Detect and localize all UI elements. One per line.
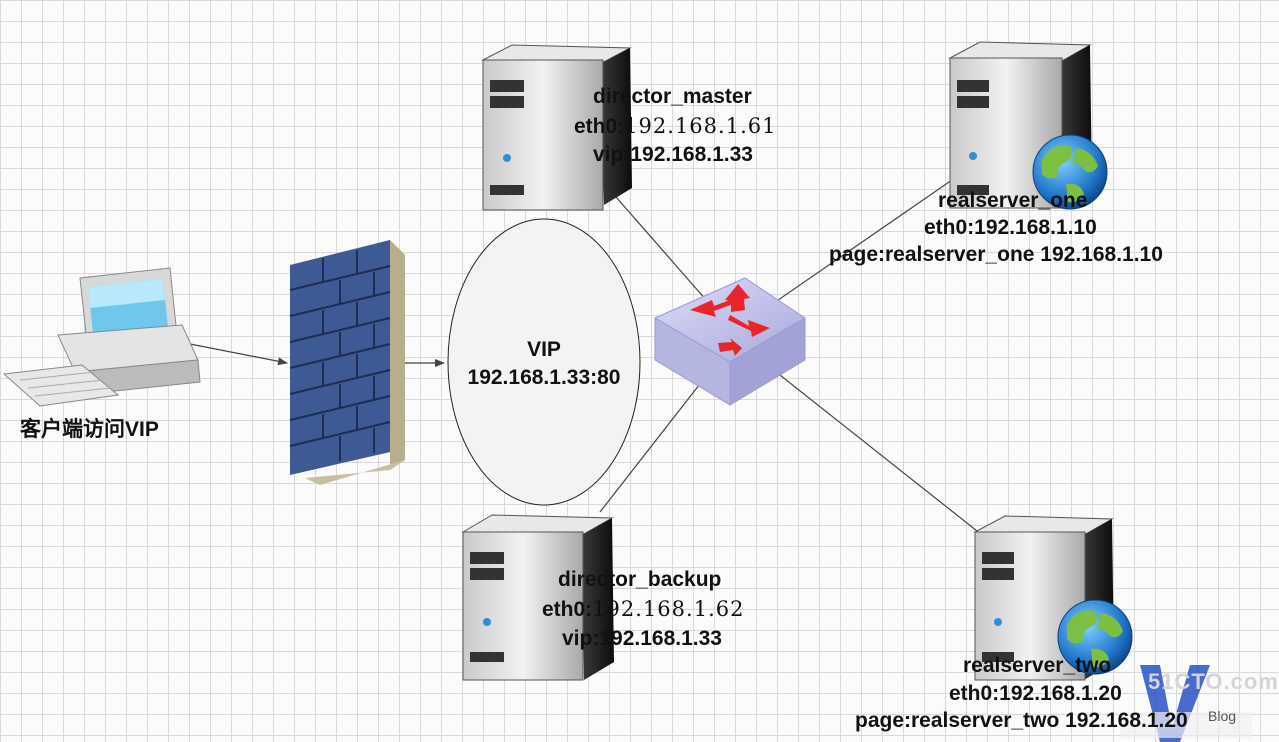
realserver-two-name: realserver_two <box>963 654 1112 677</box>
realserver-two-eth0: eth0:192.168.1.20 <box>949 682 1122 705</box>
globe-realserver-one-icon <box>1032 134 1108 210</box>
watermark-logo <box>1120 665 1252 742</box>
vip-address: 192.168.1.33:80 <box>467 366 621 389</box>
director-master-eth0: eth0:192.168.1.61 <box>574 112 776 141</box>
realserver-one-page: page:realserver_one 192.168.1.10 <box>829 243 1163 266</box>
switch-icon <box>653 277 806 406</box>
director-backup-name: director_backup <box>558 568 722 591</box>
director-master-vip: vip:192.168.1.33 <box>593 143 753 166</box>
realserver-one-eth0: eth0:192.168.1.10 <box>924 216 1097 239</box>
server-director-backup-icon <box>461 514 614 681</box>
director-master-eth0-value: 192.168.1.61 <box>624 114 777 138</box>
network-diagram <box>2 41 1252 742</box>
globe-realserver-two-icon <box>1057 599 1133 675</box>
director-backup-eth0-value: 192.168.1.62 <box>592 597 745 621</box>
client-computer-icon <box>2 267 201 407</box>
link-switch-realserver-two <box>741 344 1021 566</box>
director-backup-eth0: eth0:192.168.1.62 <box>542 595 744 624</box>
server-director-master-icon <box>481 44 632 211</box>
realserver-two-page: page:realserver_two 192.168.1.20 <box>855 709 1188 732</box>
director-backup-vip: vip:192.168.1.33 <box>562 627 722 650</box>
vip-ellipse <box>447 218 641 506</box>
vip-title: VIP <box>527 338 561 361</box>
realserver-one-name: realserver_one <box>938 189 1088 212</box>
director-backup-eth0-prefix: eth0: <box>542 598 593 621</box>
director-master-name: director_master <box>593 85 752 108</box>
firewall-icon <box>289 240 405 485</box>
watermark-text: 51CTO.com <box>1148 669 1279 694</box>
link-client-firewall <box>184 342 288 366</box>
director-master-eth0-prefix: eth0: <box>574 115 625 138</box>
client-label: 客户端访问VIP <box>20 418 159 441</box>
watermark-sub: Blog <box>1208 708 1237 724</box>
